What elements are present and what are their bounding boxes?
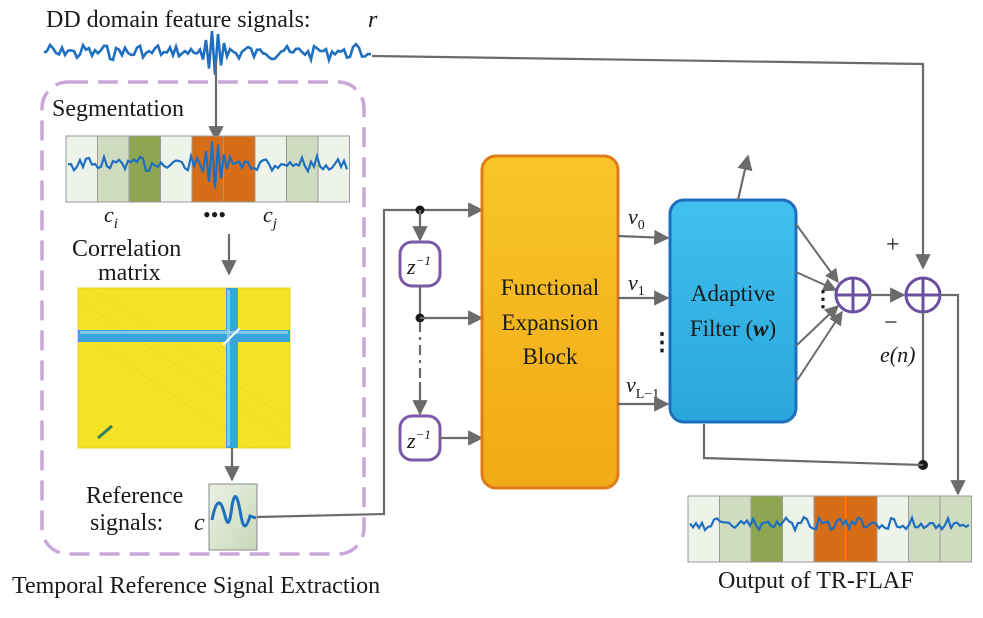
- svg-text:z−1: z−1: [406, 253, 431, 279]
- segment-cell: [782, 495, 815, 563]
- segment-cell: [750, 495, 783, 563]
- plus-sign: +: [886, 232, 900, 258]
- ci-label: ci: [104, 202, 118, 232]
- correlation-label-line2: matrix: [98, 260, 161, 286]
- v0-label: v0: [628, 204, 645, 233]
- reference-signal-wave: [210, 495, 257, 528]
- segmentation-label: Segmentation: [52, 96, 184, 122]
- af-out-4: [795, 310, 843, 383]
- error-label: e(n): [880, 342, 915, 367]
- error-output-line: [940, 293, 966, 496]
- segment-cell: [876, 495, 909, 563]
- extraction-dashed-box: [40, 80, 366, 556]
- functional-expansion-block: [480, 154, 620, 490]
- reference-to-delay-line: [256, 208, 420, 519]
- segment-waveform: [67, 141, 349, 189]
- input-symbol: r: [368, 7, 378, 33]
- summer-2: [904, 276, 942, 314]
- correlation-label-line1: Correlation: [72, 236, 181, 262]
- v1-label: v1: [628, 270, 645, 299]
- adaptive-filter-block: [668, 198, 798, 424]
- af-label-line1: Adaptive: [691, 281, 775, 306]
- af-out-dots: ⋮: [812, 286, 834, 311]
- af-out-1: [795, 223, 839, 284]
- reference-label-line2: signals:: [90, 510, 163, 536]
- segment-cell: [719, 495, 752, 563]
- svg-text:z−1: z−1: [406, 427, 431, 453]
- reference-symbol: c: [194, 510, 205, 536]
- minus-sign: −: [884, 310, 898, 336]
- segment-cell: [939, 495, 972, 563]
- af-update-arrow: [736, 154, 753, 201]
- segment-cell: [845, 495, 878, 563]
- section-title: Temporal Reference Signal Extraction: [12, 573, 380, 599]
- output-strip: [687, 495, 972, 563]
- summer-1: [834, 276, 872, 314]
- af-out-2: [795, 271, 838, 292]
- segment-cell: [286, 135, 319, 203]
- feb-label-line1: Functional: [501, 275, 599, 300]
- output-title: Output of TR-FLAF: [718, 568, 914, 594]
- feb-label-line3: Block: [523, 344, 578, 369]
- segment-cell: [65, 135, 98, 203]
- delay-block-2: z−1: [398, 414, 442, 462]
- segment-dots: •••: [203, 202, 226, 227]
- feedback-to-filter: [702, 424, 924, 467]
- af-label-line2: Filter (w): [690, 316, 776, 341]
- reference-label-line1: Reference: [86, 483, 183, 509]
- feb-label-line2: Expansion: [501, 310, 599, 335]
- correlation-matrix: [77, 287, 291, 449]
- v0-arrow: [617, 229, 670, 246]
- output-waveform: [689, 514, 970, 533]
- input-title: DD domain feature signals:: [46, 7, 311, 33]
- delay-block-1: z−1: [398, 240, 442, 288]
- input-waveform: [43, 30, 372, 75]
- r-feed-line: [371, 54, 931, 270]
- segment-cell: [223, 135, 256, 203]
- vL-label: vL−1: [626, 372, 659, 402]
- cj-label: cj: [263, 202, 277, 232]
